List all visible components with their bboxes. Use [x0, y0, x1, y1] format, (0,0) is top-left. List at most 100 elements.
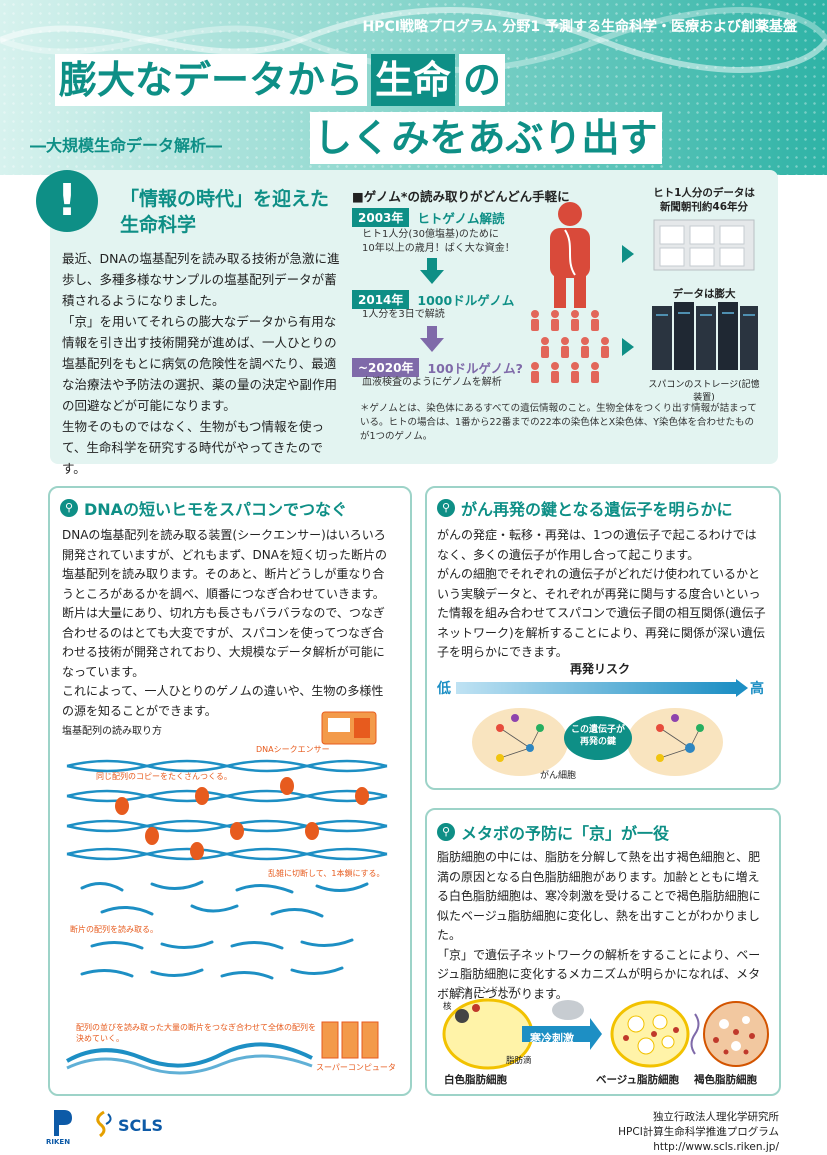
- read-label: 断片の配列を読み取る。: [70, 925, 158, 934]
- arrow-right-icon: [622, 338, 634, 356]
- key-gene-label: この遺伝子が 再発の鍵: [568, 724, 628, 748]
- cancer-text: がんの発症・転移・再発は、1つの遺伝子で起こるわけではなく、多くの遺伝子が作用し…: [437, 526, 767, 663]
- desc-line: 10年以上の歳月！ばく大な資金！: [362, 243, 515, 254]
- intro-heading-line-1: 「情報の時代」を迎えた: [120, 188, 330, 210]
- supercomputer-icon: [321, 1021, 379, 1059]
- desc-line: ヒト1人分(30億塩基)のために: [362, 229, 499, 240]
- metabo-paragraph: 「京」で遺伝子ネットワークの解析をすることにより、ベージュ脂肪細胞に変化するメカ…: [437, 947, 761, 1001]
- read-fragments-diagram: [80, 938, 354, 980]
- cancer-panel-title: ⚲ がん再発の鍵となる遺伝子を明らかに: [437, 496, 733, 520]
- cancer-cell-label: がん細胞: [540, 771, 577, 781]
- arrow-right-icon: [622, 245, 634, 263]
- year-badge: 2003年: [352, 207, 410, 227]
- program-name: HPCI戦略プログラム 分野1 予測する生命科学・医療および創薬基盤: [362, 19, 797, 35]
- genome-footnote: ＊ゲノムとは、染色体にあるすべての遺伝情報のこと。生物全体をつくり出す情報が詰ま…: [360, 403, 757, 442]
- data-huge-label: データは膨大: [672, 288, 736, 300]
- cut-label: 乱雑に切断して、1本鎖にする。: [268, 869, 385, 878]
- dna-paragraph: 断片は大量にあり、切れ方も長さもバラバラなので、つなぎ合わせるのはとても大変です…: [62, 606, 385, 679]
- cancer-title-text: がん再発の鍵となる遺伝子を明らかに: [461, 500, 733, 519]
- dna-panel-title: ⚲ DNAの短いヒモをスパコンでつなぐ: [60, 496, 347, 520]
- year-label: ヒトゲノム解読: [417, 210, 505, 226]
- sequencer-label: DNAシークエンサー: [256, 745, 330, 754]
- arrow-right-icon: [736, 679, 748, 697]
- assembled-sequence-diagram: [66, 1042, 313, 1075]
- year-badge: ~2020年: [352, 357, 420, 377]
- year-desc-2003: ヒト1人分(30億塩基)のために 10年以上の歳月！ばく大な資金！: [362, 228, 515, 256]
- intro-heading: 「情報の時代」を迎えた 生命科学: [120, 186, 329, 238]
- scls-logo-text: SCLS: [118, 1116, 163, 1135]
- arrow-down-icon: [427, 258, 437, 270]
- fat-droplet-label: 脂肪滴: [506, 1056, 532, 1066]
- metabo-panel-title: ⚲ メタボの予防に「京」が一役: [437, 820, 669, 844]
- year-row-2020: ~2020年 100ドルゲノム?: [352, 357, 523, 377]
- human-figure-icon: [550, 202, 590, 308]
- riken-logo-icon: [54, 1110, 72, 1136]
- risk-high: 高: [750, 681, 764, 697]
- intro-paragraph: 「京」を用いてそれらの膨大なデータから有用な情報を引き出す技術開発が進めば、一人…: [62, 314, 338, 413]
- year-label: 100ドルゲノム?: [427, 360, 523, 376]
- dna-paragraph: DNAの塩基配列を読み取る装置(シークエンサー)はいろいろ開発されていますが、ど…: [62, 528, 387, 601]
- beige-fat-cell-label: ベージュ脂肪細胞: [596, 1074, 680, 1086]
- scls-logo-icon: [96, 1110, 112, 1138]
- data-size-line: 新聞朝刊約46年分: [659, 201, 749, 213]
- subtitle: ―大規模生命データ解析―: [30, 136, 223, 155]
- arrow-down-icon: [420, 270, 444, 284]
- metabo-text: 脂肪細胞の中には、脂肪を分解して熱を出す褐色細胞と、肥満の原因となる白色脂肪細胞…: [437, 848, 767, 1004]
- cancer-paragraph: がんの細胞でそれぞれの遺伝子がどれだけ使われているかという実験データと、それぞれ…: [437, 567, 766, 659]
- key-gene-line: この遺伝子が: [570, 725, 625, 735]
- gene-network-diagram: [472, 708, 723, 776]
- year-badge: 2014年: [352, 289, 410, 309]
- footer-url[interactable]: http://www.scls.riken.jp/: [653, 1141, 779, 1153]
- crowd-icon: [531, 310, 609, 383]
- magnifier-icon: ⚲: [437, 823, 455, 841]
- cold-stimulus-label: 寒冷刺激: [530, 1032, 574, 1045]
- org-line: 独立行政法人理化学研究所: [653, 1111, 779, 1123]
- white-fat-cell-label: 白色脂肪細胞: [444, 1074, 507, 1086]
- arrow-down-icon: [427, 326, 437, 338]
- year-row-2003: 2003年 ヒトゲノム解読: [352, 207, 505, 227]
- title-line-2: しくみをあぶり出す: [310, 112, 662, 164]
- mitochondria-label: ミトコンドリア: [456, 986, 516, 996]
- risk-bar: [456, 682, 736, 694]
- year-row-2014: 2014年 1000ドルゲノム: [352, 289, 515, 309]
- fat-cells-diagram: [442, 998, 769, 1070]
- newspaper-stack-icon: [653, 219, 755, 271]
- year-desc-2020: 血液検査のようにゲノムを解析: [362, 377, 502, 388]
- join-label: 配列の並びを読み取った大量の断片をつなぎ合わせて全体の配列を決めていく。: [76, 1023, 316, 1043]
- dna-title-text: DNAの短いヒモをスパコンでつなぐ: [84, 500, 348, 519]
- genome-heading: ■ゲノム*の読み取りがどんどん手軽に: [352, 189, 570, 204]
- metabo-title-text: メタボの予防に「京」が一役: [461, 824, 670, 843]
- intro-paragraph: 生物そのものではなく、生物がもつ情報を使って、生命科学を研究する時代がやってきた…: [62, 419, 325, 476]
- title-part-2: 生命: [371, 54, 456, 106]
- data-size-line: ヒト1人分のデータは: [653, 187, 755, 199]
- supercomputer-label: スーパーコンピュータ: [316, 1063, 396, 1072]
- copy-label: 同じ配列のコピーをたくさんつくる。: [96, 772, 232, 781]
- dna-figure-title: 塩基配列の読み取り方: [62, 726, 162, 737]
- key-gene-line: 再発の鍵: [579, 737, 616, 747]
- brown-fat-cell-label: 褐色脂肪細胞: [694, 1074, 757, 1086]
- year-desc-2014: 1人分を3日で解読: [362, 309, 445, 320]
- risk-label: 再発リスク: [570, 662, 631, 676]
- cancer-paragraph: がんの発症・転移・再発は、1つの遺伝子で起こるわけではなく、多くの遺伝子が作用し…: [437, 528, 757, 562]
- dna-paragraph: これによって、一人ひとりのゲノムの違いや、生物の多様性の源を知ることができます。: [62, 684, 384, 718]
- title-line-1: 膨大なデータから 生命 の: [55, 54, 506, 106]
- exclamation-icon: !: [36, 170, 98, 232]
- magnifier-icon: ⚲: [60, 499, 78, 517]
- intro-paragraph: 最近、DNAの塩基配列を読み取る技術が急激に進歩し、多種多様なサンプルの塩基配列…: [62, 251, 340, 308]
- year-label: 1000ドルゲノム: [417, 292, 515, 308]
- magnifier-icon: ⚲: [437, 499, 455, 517]
- dna-strands-diagram: [66, 759, 388, 861]
- intro-text: 最近、DNAの塩基配列を読み取る技術が急激に進歩し、多種多様なサンプルの塩基配列…: [62, 248, 342, 479]
- org-line: HPCI計算生命科学推進プログラム: [618, 1126, 779, 1138]
- title-part-1: 膨大なデータから: [55, 54, 368, 106]
- arrow-down-icon: [420, 338, 444, 352]
- risk-low: 低: [437, 681, 451, 697]
- supercomputer-storage-icon: [652, 302, 758, 370]
- intro-heading-line-2: 生命科学: [120, 214, 197, 236]
- title-part-4: しくみをあぶり出す: [310, 112, 662, 164]
- dna-text: DNAの塩基配列を読み取る装置(シークエンサー)はいろいろ開発されていますが、ど…: [62, 526, 392, 721]
- riken-logo-text: RIKEN: [46, 1138, 71, 1146]
- dna-fragments-diagram: [80, 880, 369, 918]
- data-size-note: ヒト1人分のデータは 新聞朝刊約46年分: [644, 186, 764, 214]
- sequencer-icon: [321, 711, 377, 745]
